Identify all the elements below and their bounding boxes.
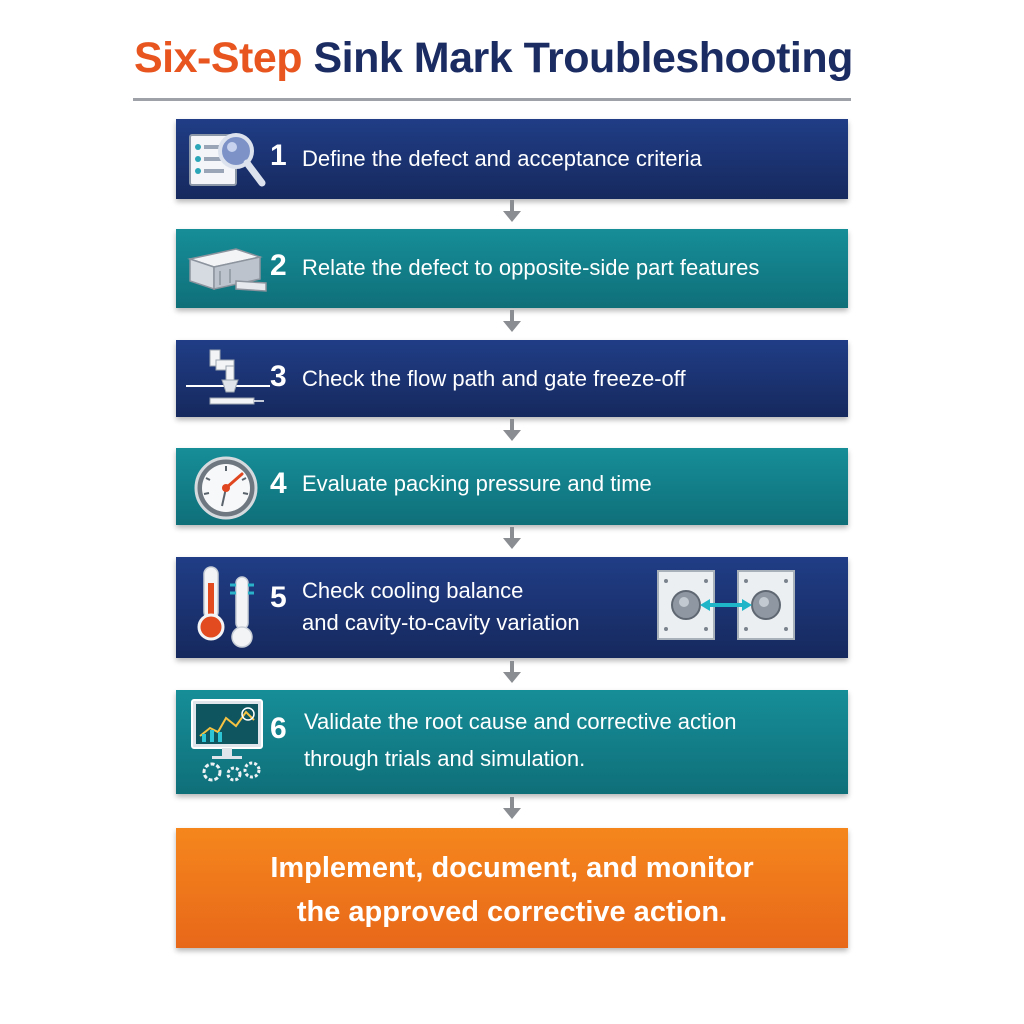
step-4-text: Evaluate packing pressure and time bbox=[302, 471, 652, 496]
step-5-box: 5 Check cooling balance and cavity-to-ca… bbox=[176, 557, 848, 658]
step-3-number: 3 bbox=[270, 360, 287, 393]
step-2-text: Relate the defect to opposite-side part … bbox=[302, 255, 760, 280]
arrow-down-icon bbox=[503, 661, 521, 683]
step-3-text: Check the flow path and gate freeze-off bbox=[302, 366, 686, 391]
title-main: Sink Mark Troubleshooting bbox=[313, 34, 854, 82]
step-5-number: 5 bbox=[270, 581, 287, 614]
thermometer-icon bbox=[196, 563, 268, 660]
step-5-line1: Check cooling balance bbox=[302, 578, 524, 603]
step-1-text: Define the defect and acceptance criteri… bbox=[302, 146, 702, 171]
cavity-compare-icon bbox=[654, 569, 798, 648]
step-3-box: 3 Check the flow path and gate freeze-of… bbox=[176, 340, 848, 417]
step-1-number: 1 bbox=[270, 139, 287, 172]
arrow-down-icon bbox=[503, 527, 521, 549]
arrow-down-icon bbox=[503, 200, 521, 222]
checklist-magnifier-icon bbox=[186, 127, 270, 198]
step-4-number: 4 bbox=[270, 467, 287, 500]
arrow-down-icon bbox=[503, 310, 521, 332]
step-1-box: 1 Define the defect and acceptance crite… bbox=[176, 119, 848, 199]
final-line1: Implement, document, and monitor bbox=[270, 852, 754, 884]
step-2-box: 2 Relate the defect to opposite-side par… bbox=[176, 229, 848, 308]
title-divider bbox=[133, 98, 851, 101]
final-action-box: Implement, document, and monitor the app… bbox=[176, 828, 848, 948]
step-4-box: 4 Evaluate packing pressure and time bbox=[176, 448, 848, 525]
page-title: Six-Step Sink Mark Troubleshooting bbox=[134, 34, 853, 83]
arrow-down-icon bbox=[503, 419, 521, 441]
step-6-line2: through trials and simulation. bbox=[304, 746, 586, 771]
step-6-box: 6 Validate the root cause and corrective… bbox=[176, 690, 848, 794]
step-6-number: 6 bbox=[270, 712, 287, 745]
pressure-gauge-icon bbox=[190, 454, 262, 527]
gate-flow-icon bbox=[186, 346, 270, 417]
final-line2: the approved corrective action. bbox=[296, 896, 728, 928]
monitor-simulation-icon bbox=[190, 698, 266, 793]
title-highlight: Six-Step bbox=[134, 34, 303, 82]
step-5-line2: and cavity-to-cavity variation bbox=[302, 610, 580, 635]
arrow-down-icon bbox=[503, 797, 521, 819]
step-2-number: 2 bbox=[270, 249, 287, 282]
step-6-line1: Validate the root cause and corrective a… bbox=[304, 709, 737, 734]
part-block-icon bbox=[186, 237, 270, 306]
